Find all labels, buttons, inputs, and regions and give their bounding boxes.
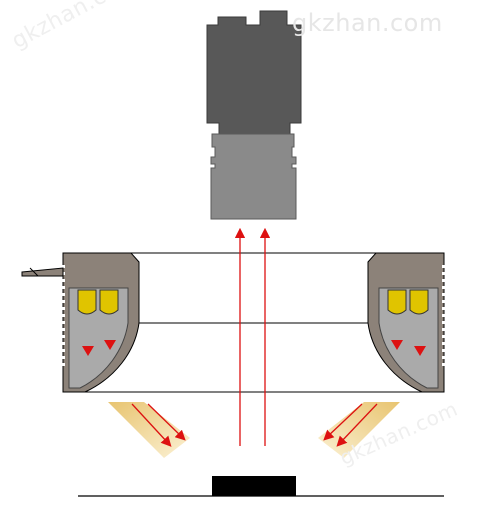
camera-lens [210, 133, 297, 220]
left-light-beam [108, 402, 190, 458]
emission-markers [82, 340, 426, 356]
right-led-2 [409, 289, 429, 315]
power-cable [21, 267, 64, 277]
ring-light-icon [21, 252, 447, 393]
light-arrow-icon [147, 403, 186, 441]
light-arrow-icon [336, 403, 378, 447]
right-light-beam [318, 402, 400, 458]
right-led-1 [387, 289, 407, 315]
left-led-2 [99, 289, 119, 315]
left-led-1 [77, 289, 97, 315]
camera-body [206, 10, 302, 135]
target-object-icon [212, 476, 296, 496]
light-arrow-icon [131, 403, 172, 447]
right-cooling-fins [442, 265, 447, 366]
camera-icon [206, 10, 302, 220]
light-arrow-icon [323, 403, 363, 441]
left-cooling-fins [60, 265, 65, 366]
reflected-rays [234, 227, 271, 446]
led-icon [77, 289, 429, 315]
